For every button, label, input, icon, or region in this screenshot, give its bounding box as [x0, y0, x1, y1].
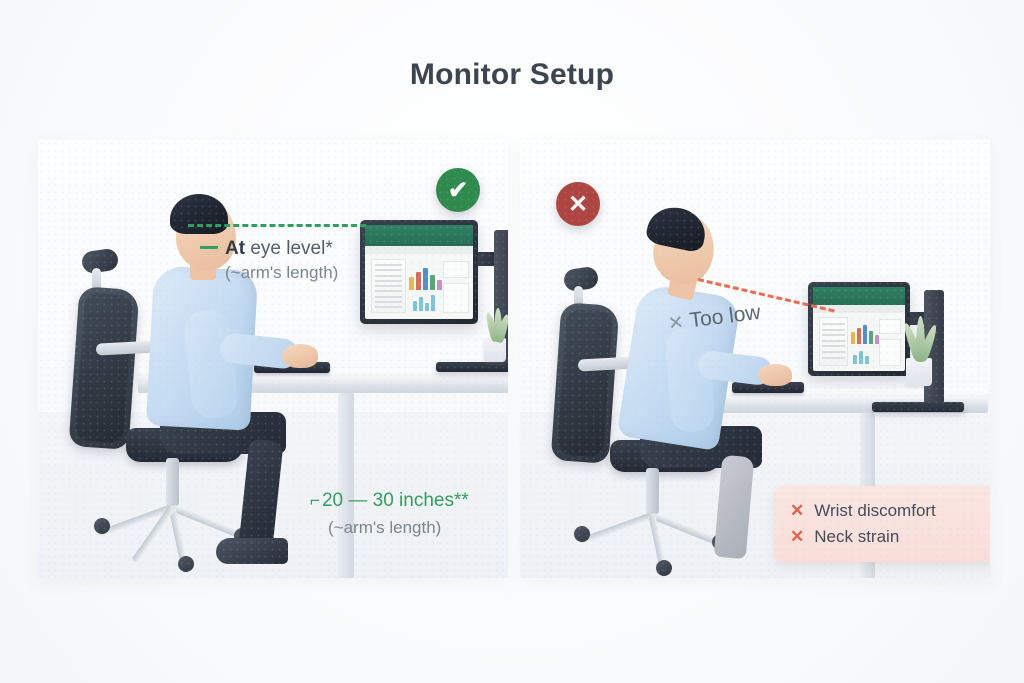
app-text-column [371, 258, 406, 314]
app-card-bottom [442, 283, 469, 314]
warning-label: Neck strain [814, 527, 900, 546]
monitor [808, 282, 910, 376]
plant-leaf [494, 308, 502, 342]
eye-level-annotation: At eye level* (~arm's length) [200, 236, 338, 285]
distance-label: 20 — 30 inches** [321, 490, 469, 511]
check-icon: ✔ [436, 168, 480, 212]
plant-pot [906, 358, 932, 386]
corner-bracket-icon: ⌐ [310, 491, 320, 510]
person-hair [170, 194, 228, 234]
eye-level-label-rest: eye level* [245, 238, 333, 259]
chair-headrest-post [574, 286, 583, 310]
monitor [360, 220, 478, 324]
eye-level-label-bold: At [225, 238, 246, 259]
distance-sublabel: (~arm's length) [328, 518, 442, 537]
green-dash-icon [200, 245, 218, 249]
chair-gas-cylinder [166, 458, 179, 506]
monitor-base [872, 402, 964, 412]
plant-pot [484, 338, 506, 362]
panel-correct-setup: At eye level* (~arm's length) ⌐20 — 30 i… [38, 140, 508, 578]
person-shoe [216, 538, 288, 564]
app-bar-chart [850, 324, 879, 345]
app-header-bar [813, 287, 905, 306]
cross-icon: ✕ [790, 501, 805, 520]
app-toolbar [813, 305, 905, 314]
chair-backrest [550, 302, 620, 464]
app-header-bar [365, 225, 473, 246]
app-card-right [879, 318, 902, 335]
keyboard [732, 382, 804, 393]
person-arm [664, 326, 716, 434]
app-card-bottom [879, 339, 902, 367]
chair-mesh [74, 292, 134, 444]
app-bar-chart [409, 267, 443, 290]
page-title: Monitor Setup [409, 58, 615, 91]
distance-annotation: ⌐20 — 30 inches** [310, 490, 469, 512]
app-card-right [442, 260, 469, 278]
desk-edge [138, 384, 508, 393]
warning-item: ✕ Neck strain [790, 524, 986, 550]
desk-leg [338, 393, 354, 578]
cross-icon: ✕ [790, 527, 805, 546]
cross-mark-icon: ✕ [666, 312, 686, 335]
panel-incorrect-setup: ✕Too low ✕ Wrist discomfort ✕ Neck strai… [520, 140, 990, 578]
monitor-screen [813, 287, 905, 371]
monitor-base [436, 362, 508, 372]
app-bar-chart-2 [853, 349, 870, 365]
monitor-arm [478, 252, 496, 266]
chair-caster [656, 560, 672, 576]
chair-caster [178, 556, 194, 572]
chair-gas-cylinder [646, 468, 659, 514]
chair-backrest [68, 286, 140, 450]
keyboard [254, 362, 330, 373]
plant-leaf [916, 316, 925, 362]
warning-item: ✕ Wrist discomfort [790, 498, 986, 524]
eye-level-sublabel: (~arm's length) [225, 262, 339, 282]
eye-level-sightline [188, 224, 366, 227]
app-text-column [818, 317, 849, 366]
chair-mesh [556, 308, 614, 458]
chair-headrest-post [92, 268, 101, 294]
desk-edge [678, 404, 988, 413]
person-hand [282, 344, 318, 368]
person-hand [758, 364, 792, 386]
app-bar-chart-2 [412, 295, 435, 312]
chair-caster [94, 518, 110, 534]
warning-label: Wrist discomfort [814, 501, 936, 520]
warnings-box: ✕ Wrist discomfort ✕ Neck strain [774, 486, 990, 562]
app-toolbar [365, 245, 473, 255]
monitor-screen [365, 225, 473, 319]
chair-caster [574, 526, 590, 542]
cross-icon-badge: ✕ [556, 182, 600, 226]
